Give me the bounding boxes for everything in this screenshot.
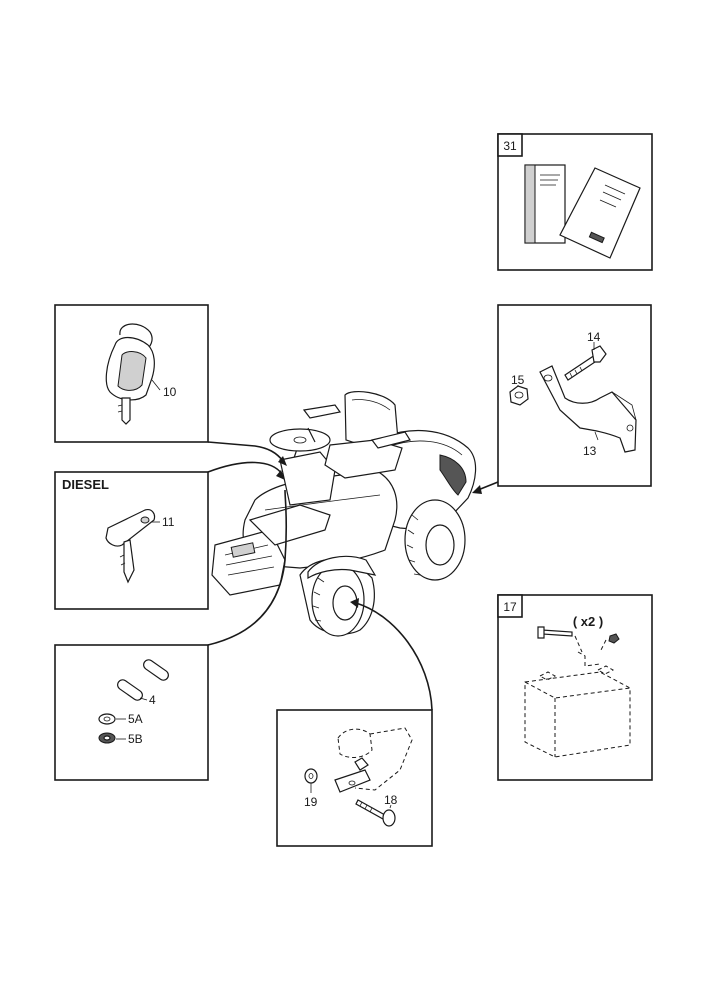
nut-15-label: 15 bbox=[511, 373, 525, 387]
washer-5b-label: 5B bbox=[128, 732, 143, 746]
bolt-18-label: 18 bbox=[384, 793, 398, 807]
ignition-key-icon bbox=[105, 323, 155, 425]
diesel-key-label: 11 bbox=[162, 515, 175, 529]
washer-5a-label: 5A bbox=[128, 712, 143, 726]
pin-icon bbox=[117, 659, 169, 701]
nut-15-icon bbox=[509, 385, 529, 406]
bolt-14-label: 14 bbox=[587, 330, 601, 344]
bracket-panel: 14 15 13 bbox=[497, 304, 652, 487]
diesel-key-icon bbox=[105, 509, 156, 584]
axle-housing-icon bbox=[334, 727, 413, 793]
manuals-ref: 31 bbox=[503, 139, 517, 153]
manuals-ref-box bbox=[497, 133, 523, 157]
bolt-18-icon bbox=[355, 799, 396, 827]
manual-document-icon bbox=[559, 167, 641, 259]
manual-booklet-icon bbox=[524, 164, 566, 244]
battery-ref-box bbox=[497, 594, 523, 618]
ride-on-mower-illustration bbox=[211, 391, 477, 637]
battery-panel: 17 ( x2 ) bbox=[497, 594, 653, 781]
bolt-14-icon bbox=[564, 345, 607, 381]
pins-washers-panel: 4 5A 5B bbox=[54, 644, 209, 781]
battery-ref: 17 bbox=[503, 600, 517, 614]
battery-icon bbox=[524, 651, 631, 758]
axle-hardware-panel: 19 18 bbox=[276, 709, 433, 847]
battery-bolt-icon bbox=[537, 626, 573, 639]
washer-5b-icon bbox=[98, 732, 116, 744]
washer-19-icon bbox=[304, 768, 318, 784]
bracket-13-icon bbox=[539, 365, 637, 453]
ignition-key-label: 10 bbox=[163, 385, 177, 399]
bracket-13-label: 13 bbox=[583, 444, 597, 458]
diesel-key-panel: DIESEL 11 bbox=[54, 471, 209, 610]
washer-19-label: 19 bbox=[304, 795, 318, 809]
callout-leaders bbox=[207, 441, 499, 711]
manuals-panel: 31 bbox=[497, 133, 653, 271]
pin-label: 4 bbox=[149, 693, 156, 707]
washer-5a-icon bbox=[98, 713, 116, 725]
battery-nut-icon bbox=[608, 633, 620, 644]
battery-quantity: ( x2 ) bbox=[573, 614, 603, 629]
ignition-key-panel: 10 bbox=[54, 304, 209, 443]
diesel-heading: DIESEL bbox=[62, 477, 109, 492]
